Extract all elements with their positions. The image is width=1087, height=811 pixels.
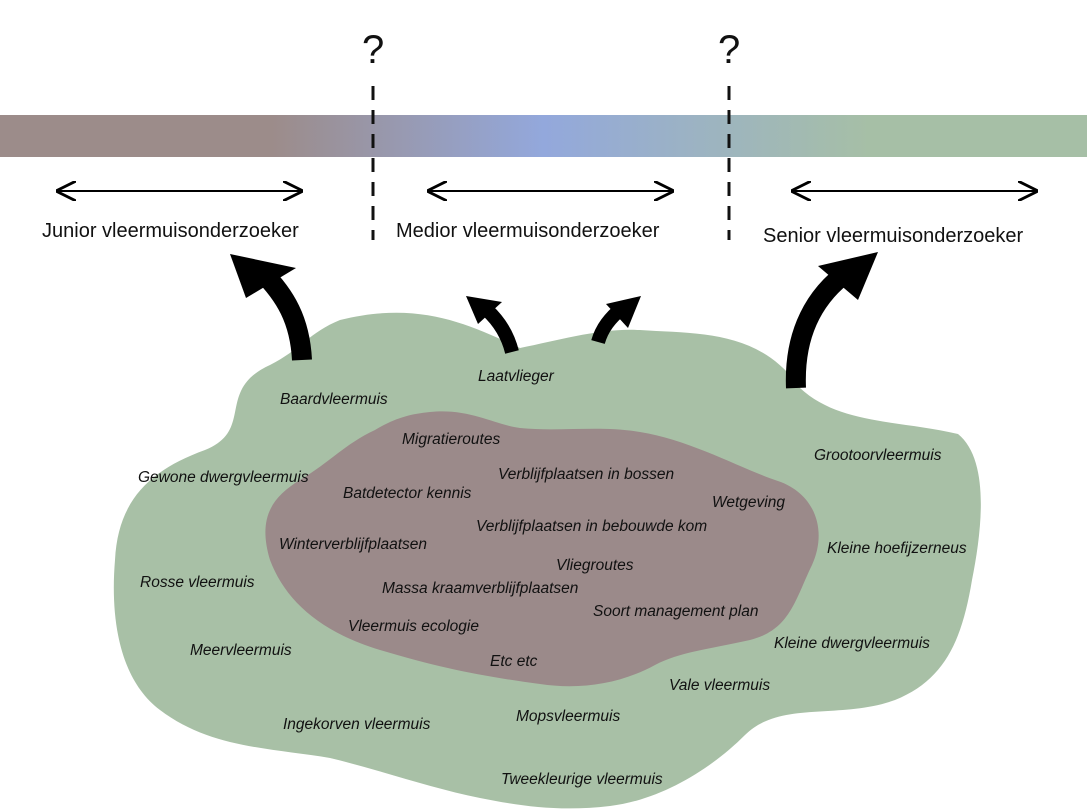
question-mark-right: ? bbox=[718, 28, 741, 72]
experience-gradient-bar bbox=[0, 115, 1087, 157]
inner-knowledge-blob bbox=[265, 411, 819, 687]
arrow-head-medior-right bbox=[606, 296, 641, 328]
outer-topic: Kleine hoefijzerneus bbox=[827, 540, 967, 557]
inner-topic: Massa kraamverblijfplaatsen bbox=[382, 580, 579, 597]
arrow-head-to-senior bbox=[818, 252, 878, 300]
label-medior: Medior vleermuisonderzoeker bbox=[396, 220, 660, 242]
outer-topic: Grootoorvleermuis bbox=[814, 447, 942, 464]
inner-topic: Verblijfplaatsen in bebouwde kom bbox=[476, 518, 708, 535]
inner-topic: Etc etc bbox=[490, 653, 538, 670]
inner-topic: Verblijfplaatsen in bossen bbox=[498, 466, 675, 483]
arrow-head-medior-left bbox=[466, 296, 502, 324]
outer-topic: Meervleermuis bbox=[190, 642, 292, 659]
inner-topic: Wetgeving bbox=[712, 494, 785, 511]
outer-topic: Baardvleermuis bbox=[280, 391, 388, 408]
outer-topic: Mopsvleermuis bbox=[516, 708, 621, 725]
outer-topic: Kleine dwergvleermuis bbox=[774, 635, 930, 652]
arrow-stroke-medior-left bbox=[482, 304, 519, 354]
outer-topic: Laatvlieger bbox=[478, 368, 554, 385]
arrow-stroke-to-junior bbox=[254, 264, 312, 361]
arrow-head-to-junior bbox=[230, 254, 296, 298]
question-mark-left: ? bbox=[362, 28, 385, 72]
inner-topic: Winterverblijfplaatsen bbox=[279, 536, 428, 553]
outer-topic: Gewone dwergvleermuis bbox=[138, 469, 309, 486]
arrow-stroke-to-senior bbox=[785, 268, 849, 389]
label-junior: Junior vleermuisonderzoeker bbox=[42, 220, 299, 242]
inner-topic: Soort management plan bbox=[593, 603, 759, 620]
outer-topic: Vale vleermuis bbox=[669, 677, 771, 694]
inner-topic: Batdetector kennis bbox=[343, 485, 472, 502]
inner-topic: Migratieroutes bbox=[402, 431, 501, 448]
inner-topic: Vliegroutes bbox=[556, 557, 634, 574]
outer-topic: Ingekorven vleermuis bbox=[283, 716, 431, 733]
outer-topic: Rosse vleermuis bbox=[140, 574, 255, 591]
label-senior: Senior vleermuisonderzoeker bbox=[763, 225, 1024, 247]
outer-topic: Tweekleurige vleermuis bbox=[501, 771, 663, 788]
inner-topic: Vleermuis ecologie bbox=[348, 618, 479, 635]
